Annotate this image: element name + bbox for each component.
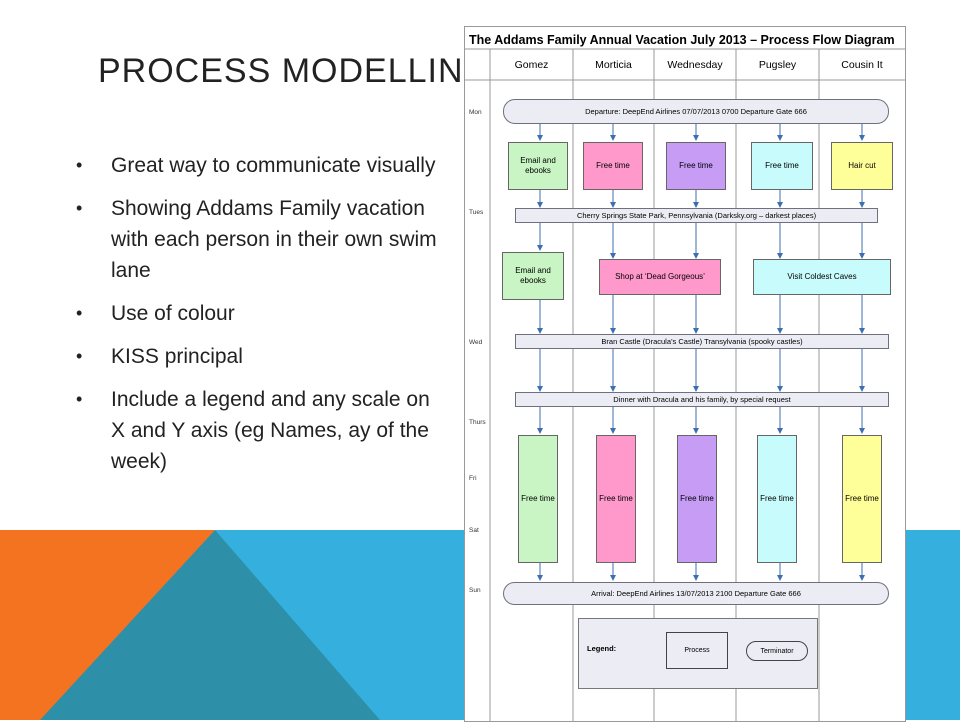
day-label-fri: Fri xyxy=(469,475,477,482)
shop-dead-gorgeous-process: Shop at ‘Dead Gorgeous’ xyxy=(599,259,721,295)
bullet-item: • KISS principal xyxy=(76,341,448,372)
tues-gomez-process: Email and ebooks xyxy=(502,252,564,300)
slide-title: PROCESS MODELLING xyxy=(98,52,491,90)
orange-triangle xyxy=(0,530,215,720)
dinner-dracula-process: Dinner with Dracula and his family, by s… xyxy=(515,392,889,407)
bullet-item: • Showing Addams Family vacation with eac… xyxy=(76,193,448,286)
legend-title: Legend: xyxy=(587,644,617,653)
process-flow-diagram: The Addams Family Annual Vacation July 2… xyxy=(464,26,906,722)
lane-header-cousin-it: Cousin It xyxy=(841,58,883,71)
bullet-dot: • xyxy=(76,389,83,409)
day-label-wed: Wed xyxy=(469,339,483,346)
bullet-item: • Include a legend and any scale on X and… xyxy=(76,384,448,477)
mon-pugsley-process: Free time xyxy=(751,142,813,190)
bullet-item: • Use of colour xyxy=(76,298,448,329)
legend-process-shape: Process xyxy=(666,632,728,669)
free-time-pugsley-process: Free time xyxy=(757,435,797,563)
lane-header-pugsley: Pugsley xyxy=(758,58,797,71)
bullet-dot: • xyxy=(76,155,83,175)
bullet-text: Showing Addams Family vacation with each… xyxy=(111,197,437,282)
day-label-sat: Sat xyxy=(469,527,479,534)
bullet-dot: • xyxy=(76,346,83,366)
lane-header-wednesday: Wednesday xyxy=(667,58,723,71)
day-label-sun: Sun xyxy=(469,587,481,594)
bullet-text: Include a legend and any scale on X and … xyxy=(111,388,430,473)
mon-gomez-process: Email and ebooks xyxy=(508,142,568,190)
bullet-dot: • xyxy=(76,198,83,218)
free-time-gomez-process: Free time xyxy=(518,435,558,563)
legend: Legend: Process Terminator xyxy=(578,618,818,689)
flow-arrows xyxy=(537,124,865,581)
lane-header-morticia: Morticia xyxy=(595,58,632,71)
mon-morticia-process: Free time xyxy=(583,142,643,190)
bullet-text: Use of colour xyxy=(111,302,235,325)
lane-header-gomez: Gomez xyxy=(514,58,549,71)
bullet-text: Great way to communicate visually xyxy=(111,154,436,177)
diagram-title: The Addams Family Annual Vacation July 2… xyxy=(469,33,895,47)
bullet-list: • Great way to communicate visually • Show… xyxy=(76,150,448,489)
diagram-grid xyxy=(465,48,905,721)
day-label-tues: Tues xyxy=(469,209,484,216)
free-time-wednesday-process: Free time xyxy=(677,435,717,563)
bullet-text: KISS principal xyxy=(111,345,243,368)
bullet-dot: • xyxy=(76,303,83,323)
cherry-springs-process: Cherry Springs State Park, Pennsylvania … xyxy=(515,208,878,223)
bran-castle-process: Bran Castle (Dracula’s Castle) Transylva… xyxy=(515,334,889,349)
day-label-thurs: Thurs xyxy=(469,419,486,426)
free-time-morticia-process: Free time xyxy=(596,435,636,563)
visit-coldest-caves-process: Visit Coldest Caves xyxy=(753,259,891,295)
free-time-cousin-it-process: Free time xyxy=(842,435,882,563)
legend-terminator-shape: Terminator xyxy=(746,641,808,661)
teal-triangle xyxy=(0,530,380,720)
bullet-item: • Great way to communicate visually xyxy=(76,150,448,181)
arrival-terminator: Arrival: DeepEnd Airlines 13/07/2013 210… xyxy=(503,582,889,605)
day-label-mon: Mon xyxy=(469,109,482,116)
mon-cousin-it-process: Hair cut xyxy=(831,142,893,190)
mon-wednesday-process: Free time xyxy=(666,142,726,190)
departure-terminator: Departure: DeepEnd Airlines 07/07/2013 0… xyxy=(503,99,889,124)
